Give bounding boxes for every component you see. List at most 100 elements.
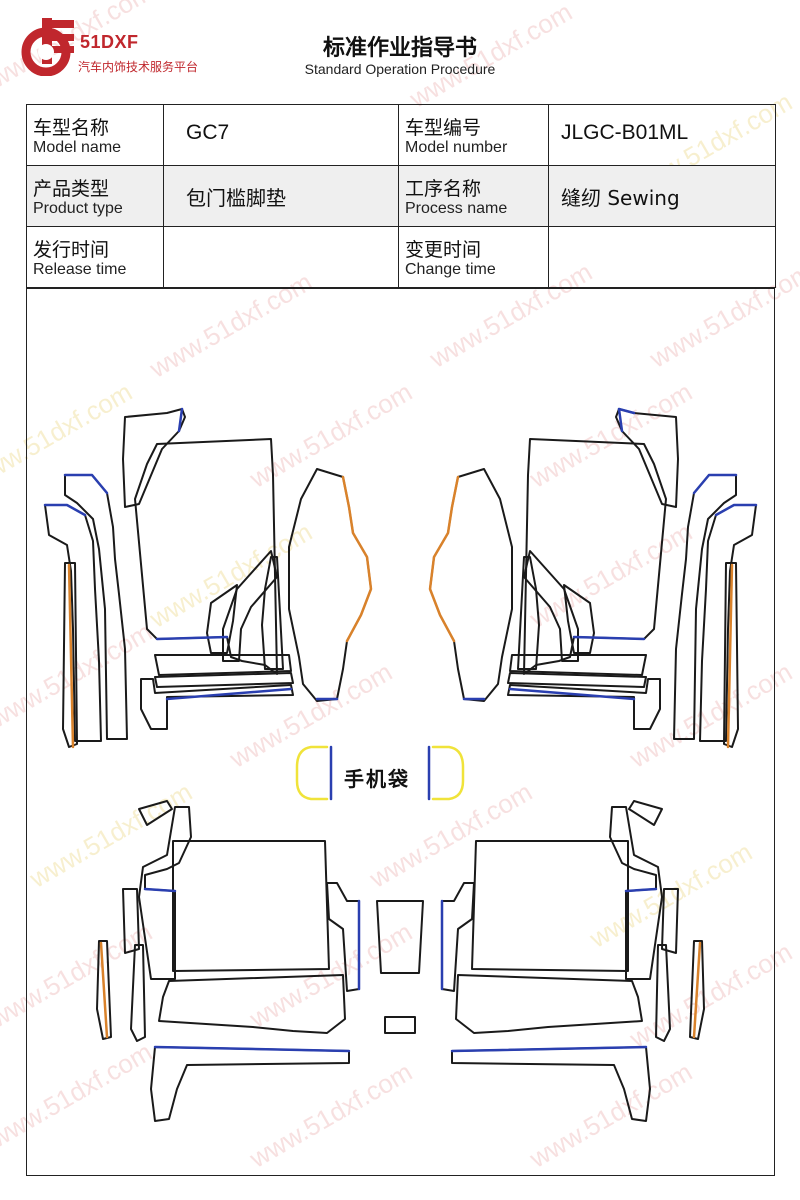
brand-subtitle: 汽车内饰技术服务平台 (78, 60, 199, 74)
pattern-drawing-area: 手机袋 (26, 288, 775, 1176)
edge-highlight (43, 503, 87, 517)
edge-highlight (726, 563, 734, 749)
pattern-piece (140, 678, 294, 730)
pattern-piece (517, 556, 540, 670)
process-name-label-cn: 工序名称 (405, 178, 482, 200)
model-name-label-cn: 车型名称 (33, 117, 110, 139)
pattern-piece (615, 408, 679, 508)
pattern-piece (455, 974, 643, 1034)
process-name-label-cell: 工序名称 Process name (398, 165, 549, 227)
pattern-piece (154, 672, 294, 688)
model-number-label-cn: 车型编号 (405, 117, 482, 139)
model-name-value-cell: GC7 (163, 104, 399, 166)
pattern-piece (628, 800, 663, 826)
pattern-piece (222, 550, 278, 662)
phone-pocket-label: 手机袋 (344, 767, 410, 791)
table-row: 发行时间 Release time 变更时间 Change time (26, 226, 776, 288)
pattern-piece (609, 806, 663, 980)
pattern-piece (451, 1046, 651, 1122)
product-type-label-cell: 产品类型 Product type (26, 165, 164, 227)
edge-highlight (177, 407, 184, 433)
pattern-piece (154, 654, 292, 676)
brand-logo-icon (21, 18, 74, 76)
product-type-value-cell: 包门槛脚垫 (163, 165, 399, 227)
product-type-value: 包门槛脚垫 (186, 186, 286, 210)
edge-highlight (692, 941, 702, 1039)
model-name-value: GC7 (186, 121, 230, 144)
pattern-piece (64, 474, 128, 740)
release-time-value-cell (163, 226, 399, 288)
pattern-piece (122, 888, 140, 954)
model-number-label-en: Model number (405, 139, 508, 156)
table-row: 产品类型 Product type 包门槛脚垫 工序名称 Process nam… (26, 165, 776, 227)
pattern-piece (172, 840, 330, 972)
edge-highlight (155, 635, 229, 641)
pattern-piece (507, 672, 647, 688)
edge-highlight (572, 635, 646, 641)
model-number-value: JLGC-B01ML (561, 121, 689, 144)
pattern-piece (134, 438, 278, 675)
pattern-piece (261, 556, 284, 670)
pattern-piece (384, 1016, 416, 1034)
edge-highlight (692, 473, 738, 495)
pattern-piece (122, 408, 186, 508)
process-name-value-cell: 缝纫 Sewing (548, 165, 776, 227)
edge-highlight (67, 563, 75, 749)
edge-highlight (714, 503, 758, 517)
edge-highlight (450, 1045, 648, 1053)
pattern-piece (563, 584, 595, 654)
pattern-piece (523, 550, 579, 662)
phone-pocket-piece-right (431, 745, 465, 801)
change-time-label-cn: 变更时间 (405, 239, 482, 261)
pattern-piece (661, 888, 679, 954)
pattern-piece (429, 468, 513, 702)
brand-name: 51DXF (80, 32, 139, 52)
pattern-piece (158, 974, 346, 1034)
pattern-piece (509, 654, 647, 676)
document-subtitle: Standard Operation Procedure (304, 61, 496, 77)
floor-mat-pattern-drawing (43, 407, 758, 1122)
document-header: 51DXF 汽车内饰技术服务平台 标准作业指导书 Standard Operat… (0, 0, 800, 100)
process-name-value: 缝纫 Sewing (561, 186, 680, 210)
model-number-value-cell: JLGC-B01ML (548, 104, 776, 166)
release-time-label-en: Release time (33, 261, 127, 278)
change-time-label-en: Change time (405, 261, 496, 278)
pattern-piece (655, 944, 671, 1042)
pattern-piece (471, 840, 629, 972)
edge-highlight (428, 475, 460, 643)
process-name-label-en: Process name (405, 200, 508, 217)
change-time-label-cell: 变更时间 Change time (398, 226, 549, 288)
document-title: 标准作业指导书 (322, 36, 477, 61)
info-table: 车型名称 Model name GC7 车型编号 Model number JL… (26, 104, 776, 288)
edge-highlight (143, 887, 177, 893)
pattern-piece (138, 800, 173, 826)
edge-highlight (63, 473, 109, 495)
pattern-piece (507, 678, 661, 730)
pattern-piece (673, 474, 737, 740)
model-name-label-cell: 车型名称 Model name (26, 104, 164, 166)
pattern-piece (206, 584, 238, 654)
edge-highlight (153, 1045, 351, 1053)
edge-highlight (341, 475, 373, 643)
model-number-label-cell: 车型编号 Model number (398, 104, 549, 166)
edge-highlight (165, 687, 293, 701)
phone-pocket-piece-left (295, 745, 329, 801)
product-type-label-cn: 产品类型 (33, 178, 110, 200)
pattern-piece (150, 1046, 350, 1122)
release-time-label-cell: 发行时间 Release time (26, 226, 164, 288)
pattern-piece (523, 438, 667, 675)
pattern-piece (376, 900, 424, 974)
table-row: 车型名称 Model name GC7 车型编号 Model number JL… (26, 104, 776, 166)
model-name-label-en: Model name (33, 139, 122, 156)
pattern-piece (288, 468, 372, 702)
edge-highlight (624, 887, 658, 893)
product-type-label-en: Product type (33, 200, 123, 217)
phone-pocket-pieces (295, 745, 465, 801)
edge-highlight (99, 941, 109, 1039)
pattern-piece (130, 944, 146, 1042)
edge-highlight (508, 687, 636, 701)
release-time-label-cn: 发行时间 (33, 239, 110, 261)
edge-highlight (617, 407, 636, 433)
pattern-piece (138, 806, 192, 980)
change-time-value-cell (548, 226, 776, 288)
